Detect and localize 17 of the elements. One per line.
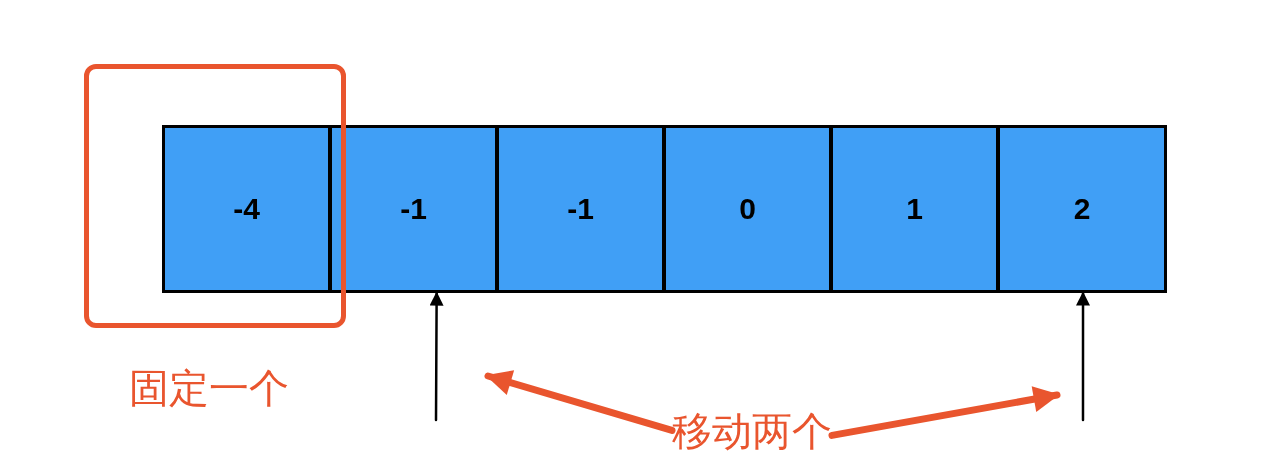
pointing-arrow [828, 386, 1061, 439]
cell-value: 0 [739, 192, 756, 226]
array-cell [997, 125, 1167, 293]
pointing-arrow [484, 370, 676, 434]
cell-value: 1 [906, 192, 923, 226]
pointer-arrow [429, 291, 444, 422]
array-cell [329, 125, 498, 293]
annotation-text: 固定一个 [129, 365, 289, 412]
cell-value: -1 [400, 192, 427, 226]
array-cell [830, 125, 999, 293]
array-cell [496, 125, 665, 293]
cell-value: 2 [1073, 192, 1091, 226]
cell-value: -4 [233, 192, 260, 226]
cell-value: -1 [567, 192, 594, 226]
annotation-text: 移动两个 [672, 404, 832, 459]
array-cell [663, 125, 832, 293]
pointer-arrow [1076, 291, 1090, 422]
